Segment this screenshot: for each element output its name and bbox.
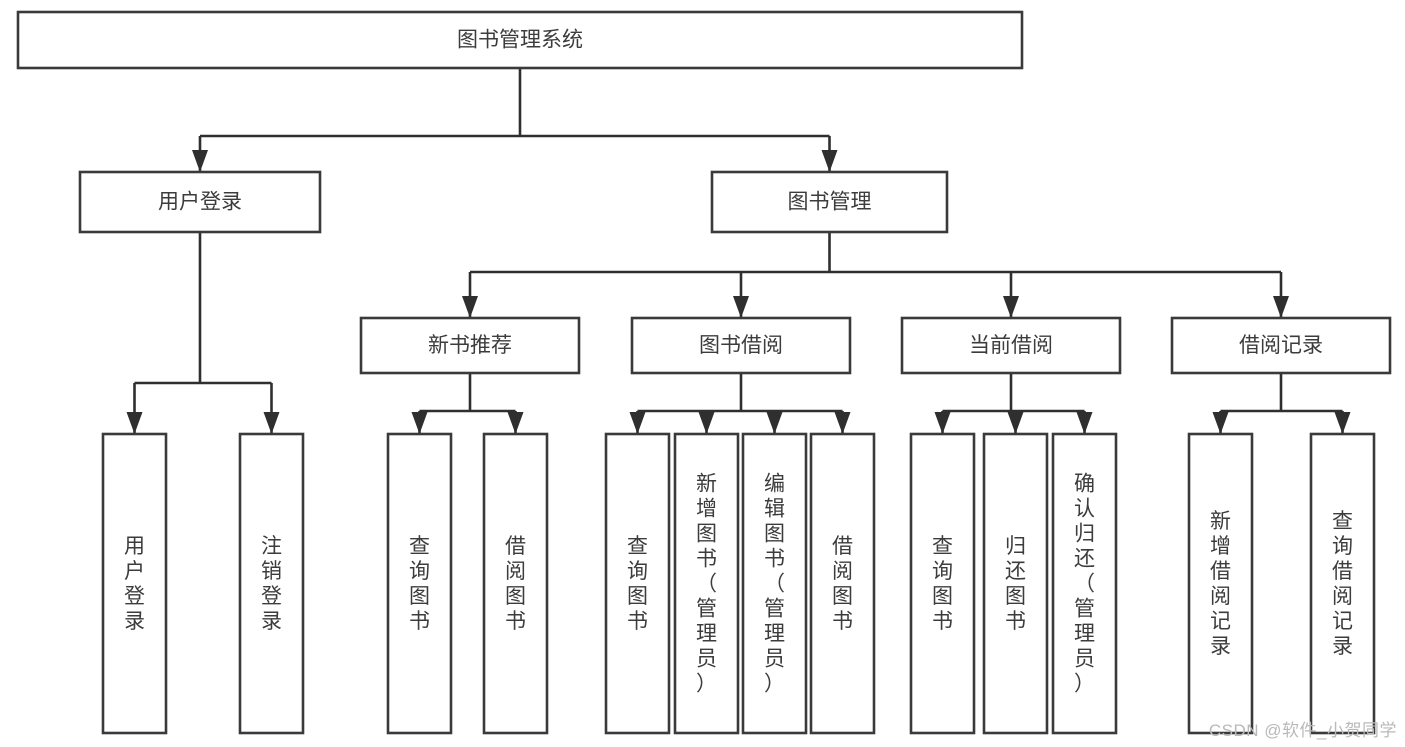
node-box-leaf-add-record[interactable] [1187, 432, 1254, 735]
node-box-leaf-query-book-2[interactable] [604, 432, 671, 735]
node-leaf-edit-book[interactable]: 编辑图书（管理员） [741, 432, 808, 735]
node-label-leaf-add-book: 新增图书（管理员） [696, 473, 717, 696]
node-box-new-book-recommend[interactable] [359, 316, 581, 375]
node-box-leaf-confirm-return[interactable] [1051, 432, 1118, 735]
node-label-leaf-edit-book: 编辑图书（管理员） [764, 473, 785, 696]
node-label-book-manage: 图书管理 [788, 191, 872, 214]
node-label-leaf-query-book-2: 查询图书 [627, 535, 648, 633]
nodes-layer: 图书管理系统用户登录图书管理新书推荐图书借阅当前借阅借阅记录用户登录注销登录查询… [16, 10, 1392, 735]
node-box-book-borrow[interactable] [630, 316, 852, 375]
node-label-borrow-record: 借阅记录 [1239, 334, 1323, 357]
node-leaf-add-book[interactable]: 新增图书（管理员） [673, 432, 740, 735]
node-leaf-query-record[interactable]: 查询借阅记录 [1309, 432, 1376, 735]
node-box-leaf-borrow-book-2[interactable] [809, 432, 876, 735]
node-leaf-add-record[interactable]: 新增借阅记录 [1187, 432, 1254, 735]
node-box-leaf-query-book-1[interactable] [386, 432, 453, 735]
csdn-watermark: CSDN @软件_小贺同学 [1208, 721, 1397, 740]
node-label-new-book-recommend: 新书推荐 [428, 334, 512, 357]
node-label-leaf-return-book: 归还图书 [1005, 535, 1026, 633]
node-box-leaf-return-book[interactable] [982, 432, 1049, 735]
node-box-leaf-edit-book[interactable] [741, 432, 808, 735]
node-leaf-query-book-3[interactable]: 查询图书 [909, 432, 976, 735]
node-box-root[interactable] [16, 10, 1024, 70]
node-current-borrow[interactable]: 当前借阅 [900, 316, 1122, 375]
node-label-leaf-logout-login: 注销登录 [261, 535, 282, 633]
node-label-leaf-user-login: 用户登录 [124, 535, 145, 633]
node-label-leaf-query-record: 查询借阅记录 [1332, 510, 1353, 658]
node-user-login[interactable]: 用户登录 [78, 170, 322, 234]
connectors-layer [126, 68, 1351, 434]
node-leaf-confirm-return[interactable]: 确认归还（管理员） [1051, 432, 1118, 735]
node-box-leaf-add-book[interactable] [673, 432, 740, 735]
node-box-leaf-query-record[interactable] [1309, 432, 1376, 735]
node-new-book-recommend[interactable]: 新书推荐 [359, 316, 581, 375]
node-box-book-manage[interactable] [710, 170, 949, 234]
node-box-current-borrow[interactable] [900, 316, 1122, 375]
node-box-leaf-query-book-3[interactable] [909, 432, 976, 735]
node-box-leaf-user-login[interactable] [101, 432, 168, 735]
node-label-leaf-query-book-1: 查询图书 [409, 535, 430, 633]
node-label-leaf-add-record: 新增借阅记录 [1210, 510, 1231, 658]
node-leaf-logout-login[interactable]: 注销登录 [238, 432, 305, 735]
node-box-borrow-record[interactable] [1170, 316, 1392, 375]
node-label-leaf-query-book-3: 查询图书 [932, 535, 953, 633]
node-borrow-record[interactable]: 借阅记录 [1170, 316, 1392, 375]
node-box-leaf-logout-login[interactable] [238, 432, 305, 735]
node-label-user-login: 用户登录 [158, 191, 242, 214]
node-label-root: 图书管理系统 [457, 29, 583, 52]
node-leaf-borrow-book-2[interactable]: 借阅图书 [809, 432, 876, 735]
node-leaf-query-book-1[interactable]: 查询图书 [386, 432, 453, 735]
node-leaf-return-book[interactable]: 归还图书 [982, 432, 1049, 735]
node-label-leaf-confirm-return: 确认归还（管理员） [1074, 473, 1095, 696]
node-book-borrow[interactable]: 图书借阅 [630, 316, 852, 375]
node-root[interactable]: 图书管理系统 [16, 10, 1024, 70]
node-book-manage[interactable]: 图书管理 [710, 170, 949, 234]
node-label-current-borrow: 当前借阅 [969, 334, 1053, 357]
node-leaf-user-login[interactable]: 用户登录 [101, 432, 168, 735]
node-box-user-login[interactable] [78, 170, 322, 234]
node-label-leaf-borrow-book-2: 借阅图书 [832, 535, 853, 633]
node-label-book-borrow: 图书借阅 [699, 334, 783, 357]
node-leaf-query-book-2[interactable]: 查询图书 [604, 432, 671, 735]
node-box-leaf-borrow-book-1[interactable] [482, 432, 549, 735]
node-leaf-borrow-book-1[interactable]: 借阅图书 [482, 432, 549, 735]
node-label-leaf-borrow-book-1: 借阅图书 [505, 535, 526, 633]
